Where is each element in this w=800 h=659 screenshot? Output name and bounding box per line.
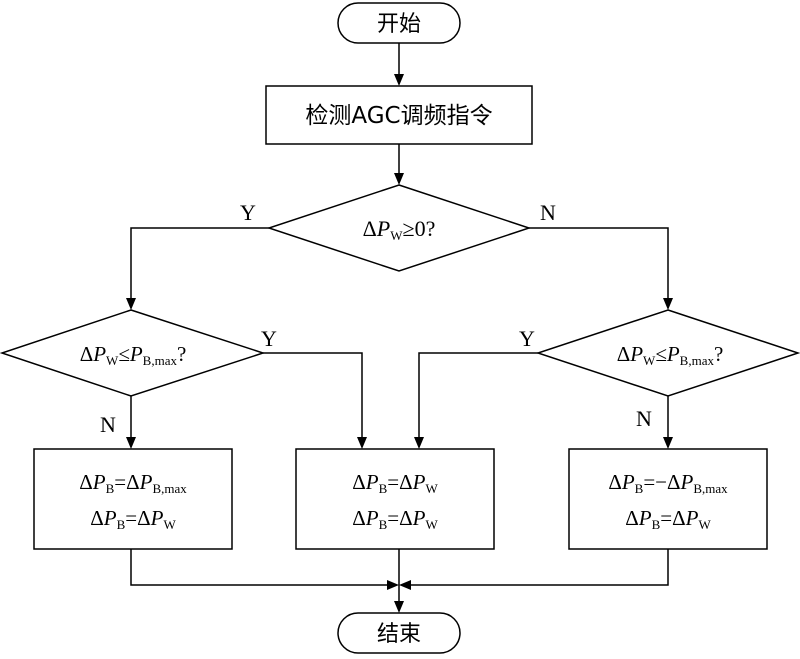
edge-right-yes (414, 352, 538, 449)
end-node: 结束 (337, 612, 461, 654)
label-main-no: N (540, 200, 556, 225)
edge-main-no (529, 227, 673, 310)
label-right-yes: Y (519, 326, 535, 351)
box-mid-line1: ΔPB=ΔPW (352, 470, 438, 496)
edge-left-yes (263, 352, 367, 449)
end-label: 结束 (377, 622, 421, 647)
edge-detect-decision (394, 144, 404, 185)
edge-main-yes (126, 227, 269, 310)
box-right-line2: ΔPB=ΔPW (625, 506, 711, 532)
decision-main-label: ΔPW≥0? (363, 216, 436, 243)
decision-main-node: ΔPW≥0? (266, 184, 532, 272)
decision-left-label: ΔPW≤PB,max? (80, 342, 187, 368)
label-main-yes: Y (240, 200, 256, 225)
detect-node: 检测AGC调频指令 (265, 85, 533, 145)
detect-label: 检测AGC调频指令 (305, 103, 492, 129)
decision-left-node: ΔPW≤PB,max? (0, 309, 266, 397)
edge-start-detect (394, 43, 404, 86)
box-right-node: ΔPB=−ΔPB,max ΔPB=ΔPW (568, 448, 768, 550)
edge-mid-end (394, 549, 404, 613)
box-mid-node: ΔPB=ΔPW ΔPB=ΔPW (295, 448, 495, 550)
box-left-line2: ΔPB=ΔPW (90, 506, 176, 532)
label-left-no: N (100, 412, 116, 437)
box-right-line1: ΔPB=−ΔPB,max (608, 470, 728, 496)
label-left-yes: Y (261, 326, 277, 351)
decision-right-node: ΔPW≤PB,max? (535, 309, 800, 397)
box-left-line1: ΔPB=ΔPB,max (79, 470, 187, 496)
edge-left-no (126, 396, 136, 449)
label-right-no: N (636, 406, 652, 431)
edge-right-no (663, 396, 673, 449)
decision-right-label: ΔPW≤PB,max? (617, 342, 724, 368)
start-node: 开始 (337, 2, 461, 44)
box-mid-line2: ΔPB=ΔPW (352, 506, 438, 532)
start-label: 开始 (377, 12, 421, 37)
box-left-node: ΔPB=ΔPB,max ΔPB=ΔPW (33, 448, 233, 550)
edge-left-box-merge (130, 549, 399, 590)
edge-right-box-merge (399, 549, 669, 590)
